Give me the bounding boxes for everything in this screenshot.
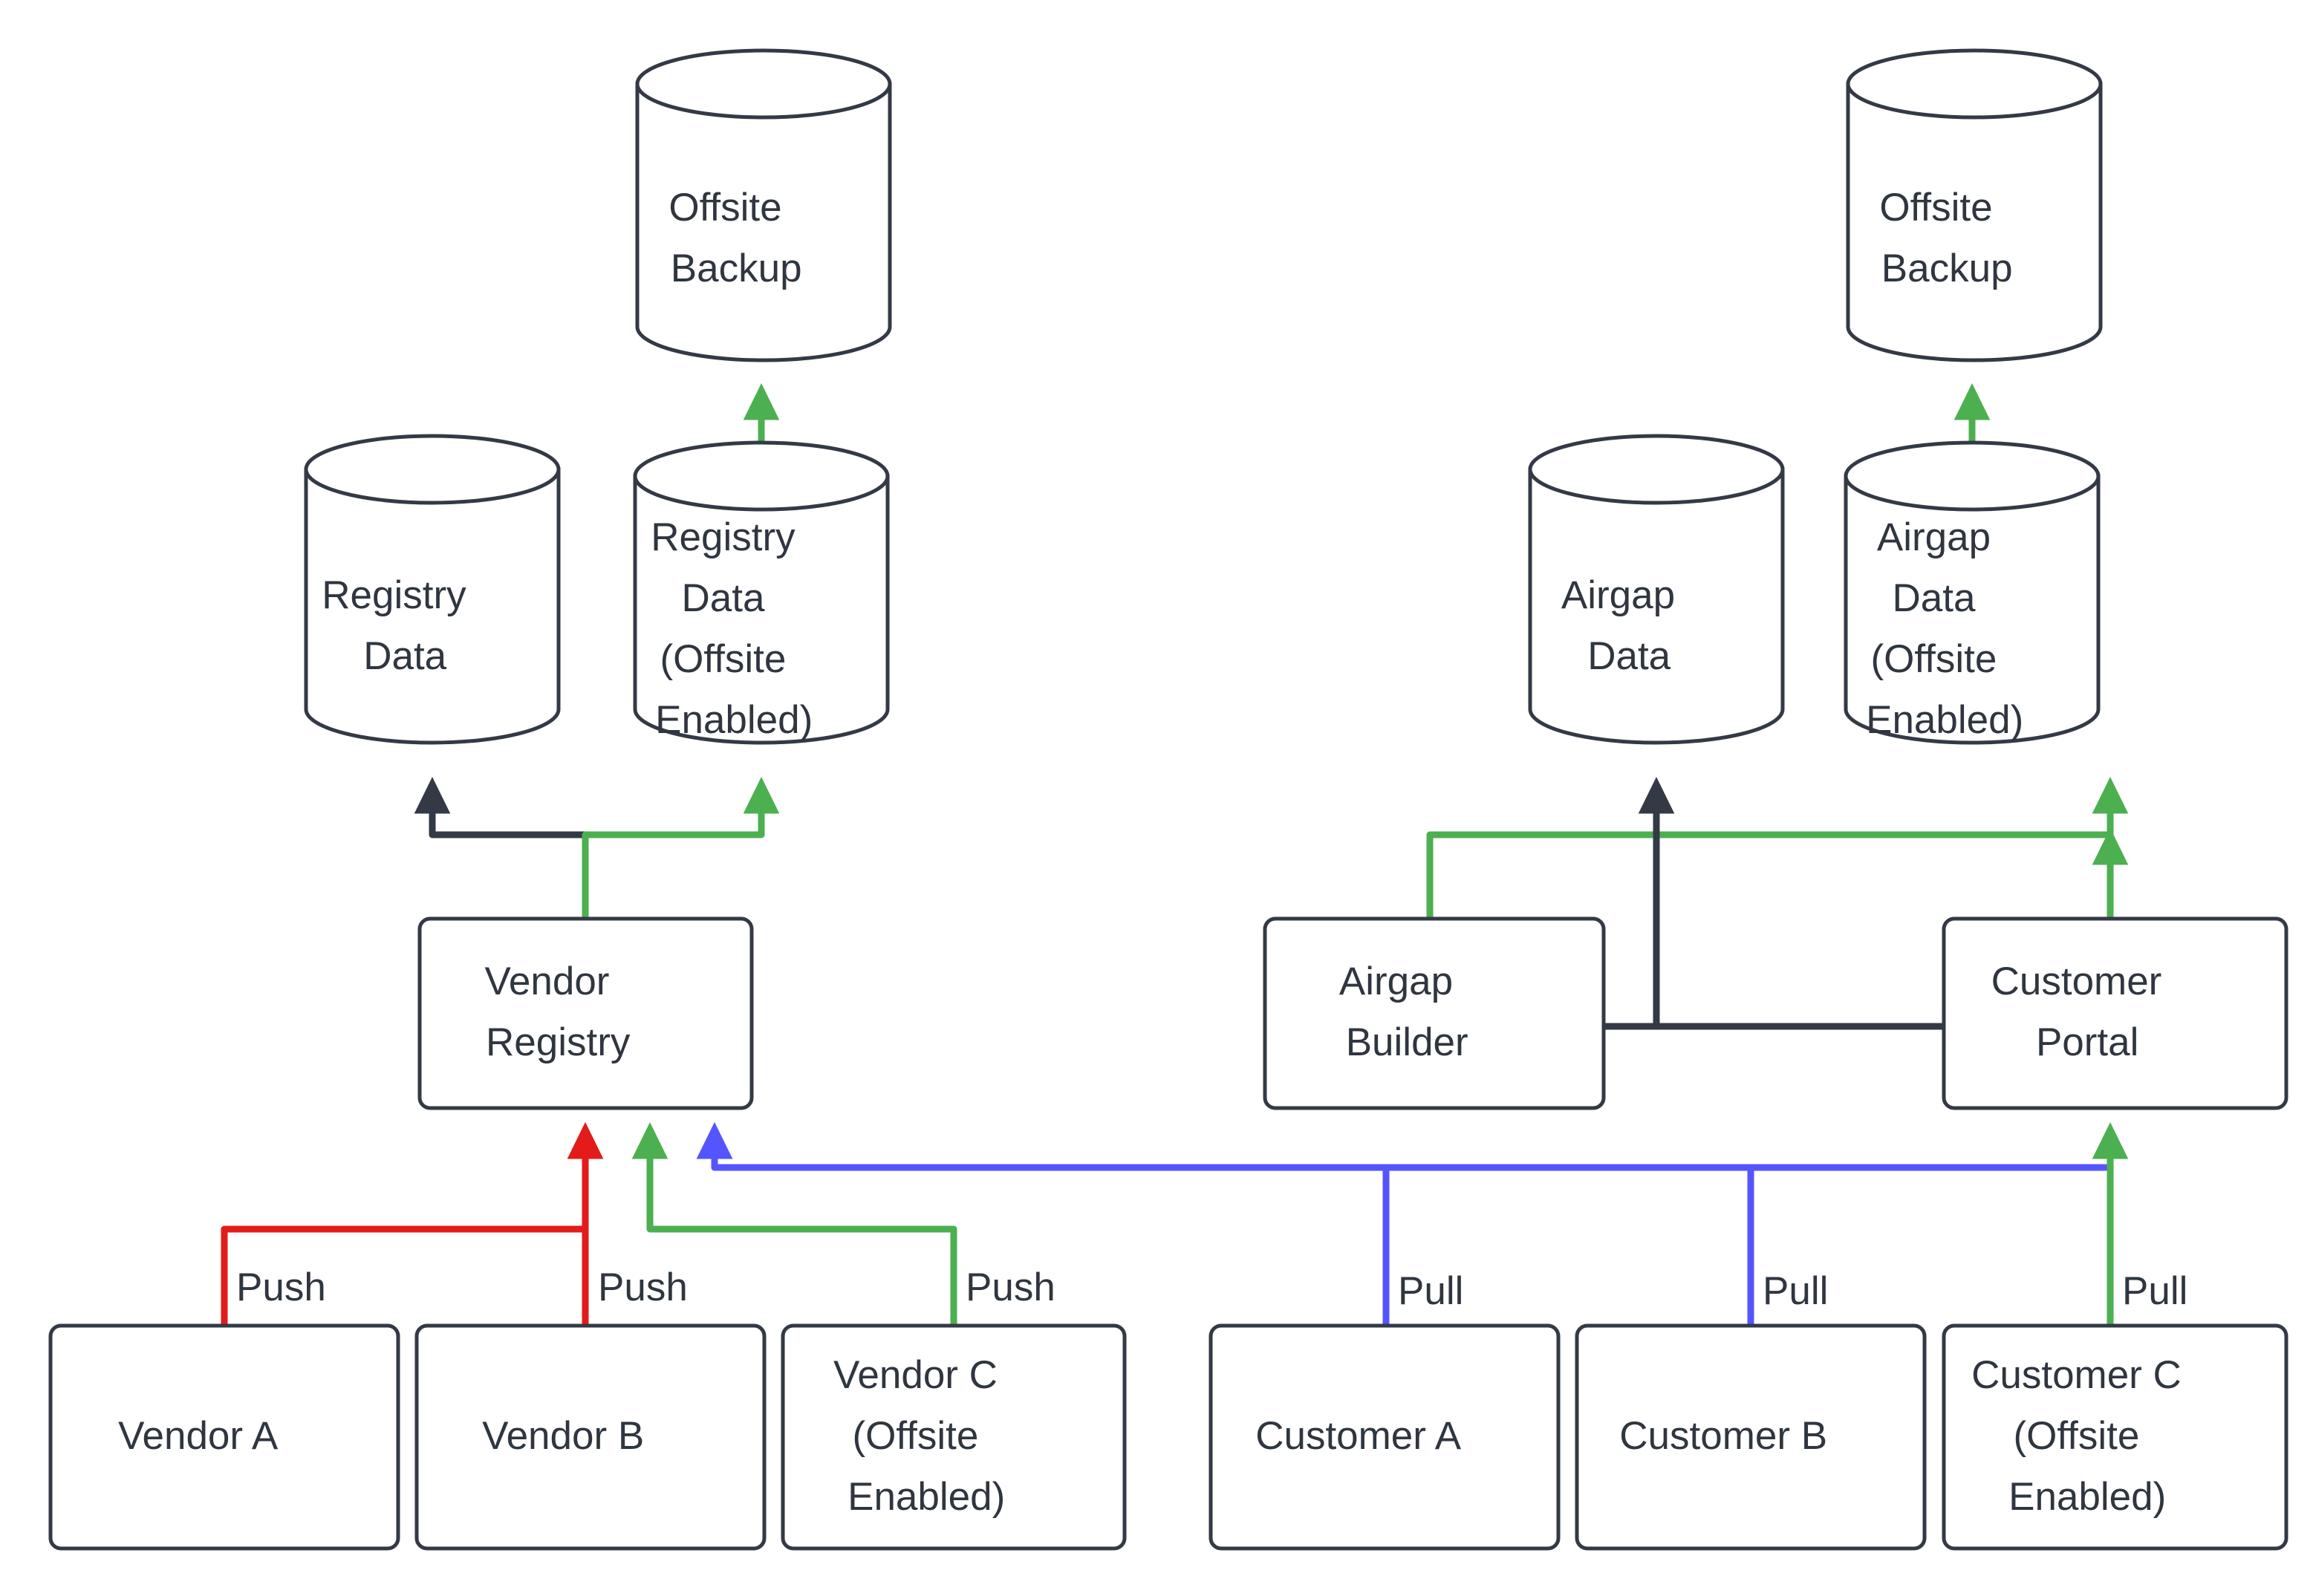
node-label: Customer B: [1619, 1414, 1881, 1458]
node-vendor-a[interactable]: Vendor A: [48, 1323, 400, 1551]
edge-label-customer-b-pull: Pull: [1763, 1269, 1828, 1313]
node-label: Vendor Registry: [484, 960, 686, 1064]
node-offsite-backup-left[interactable]: Offsite Backup: [635, 48, 892, 362]
edge-airgap-builder-to-airgap-offsite: [1426, 777, 2129, 917]
node-customer-c[interactable]: Customer C (Offsite Enabled): [1942, 1323, 2288, 1551]
node-label: Customer C (Offsite Enabled): [1971, 1353, 2258, 1519]
node-label: Offsite Backup: [668, 186, 858, 290]
node-label: Airgap Data (Offsite Enabled): [1866, 515, 2078, 742]
node-label: Registry Data: [322, 573, 542, 678]
edge-vendor-registry-to-registry-offsite: [582, 777, 780, 917]
node-registry-data[interactable]: Registry Data: [304, 434, 561, 745]
edge-vendor-registry-to-registry-data: [414, 777, 589, 917]
node-label: Vendor B: [482, 1414, 699, 1458]
node-vendor-registry[interactable]: Vendor Registry: [417, 916, 754, 1110]
node-vendor-c[interactable]: Vendor C (Offsite Enabled): [781, 1323, 1127, 1551]
node-label: Registry Data (Offsite Enabled): [651, 515, 871, 742]
edge-label-vendor-c-push: Push: [966, 1266, 1055, 1309]
node-vendor-b[interactable]: Vendor B: [414, 1323, 767, 1551]
node-airgap-data[interactable]: Airgap Data: [1528, 434, 1785, 745]
node-label: Customer A: [1255, 1414, 1514, 1458]
node-label: Airgap Data: [1561, 573, 1751, 678]
edge-label-vendor-a-push: Push: [236, 1266, 326, 1309]
node-offsite-backup-right[interactable]: Offsite Backup: [1846, 48, 2103, 362]
node-customer-b[interactable]: Customer B: [1575, 1323, 1927, 1551]
node-airgap-builder[interactable]: Airgap Builder: [1263, 916, 1606, 1110]
node-customer-a[interactable]: Customer A: [1208, 1323, 1561, 1551]
edge-label-customer-c-pull: Pull: [2122, 1269, 2187, 1313]
edge-label-customer-a-pull: Pull: [1398, 1269, 1463, 1313]
node-label: Customer Portal: [1991, 960, 2239, 1064]
node-registry-data-offsite[interactable]: Registry Data (Offsite Enabled): [633, 440, 890, 745]
node-label: Vendor A: [118, 1414, 331, 1458]
node-customer-portal[interactable]: Customer Portal: [1942, 916, 2288, 1110]
node-label: Airgap Builder: [1339, 960, 1529, 1064]
node-label: Offsite Backup: [1879, 186, 2069, 290]
edge-vendor-c-push: [631, 1122, 957, 1324]
node-label: Vendor C (Offsite Enabled): [833, 1353, 1074, 1519]
edge-label-vendor-b-push: Push: [598, 1266, 688, 1309]
node-airgap-data-offsite[interactable]: Airgap Data (Offsite Enabled): [1844, 440, 2101, 745]
